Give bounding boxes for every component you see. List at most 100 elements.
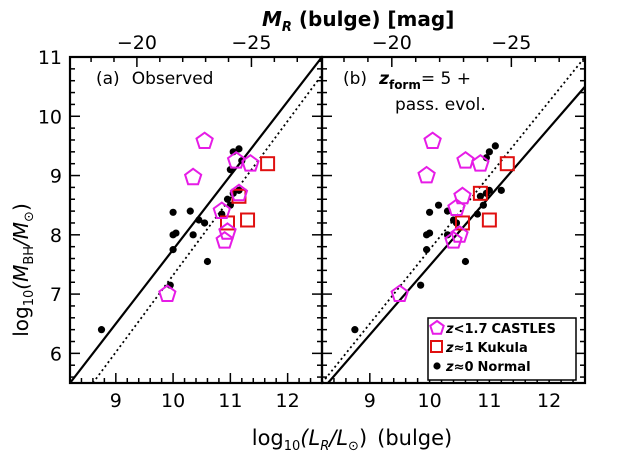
castles-point — [450, 225, 469, 243]
legend-normal-cond: ≈0 — [454, 360, 474, 375]
svg-text:log10(LR/L⊙)(bulge): log10(LR/L⊙)(bulge) — [252, 426, 453, 454]
castles-point — [444, 230, 463, 249]
normal-point — [434, 201, 443, 209]
normal-point — [473, 210, 482, 218]
svg-text:(a)Observed: (a) Observed — [96, 69, 213, 89]
panel-b-line2: pass. evol. — [395, 95, 486, 115]
castles-point — [417, 165, 436, 184]
castles-point — [183, 167, 203, 186]
y-axis-sun: ⊙ — [22, 211, 37, 222]
y-axis-close: ) — [9, 203, 33, 211]
castles-point — [471, 153, 490, 172]
y-tick-label: 11 — [38, 47, 62, 69]
x-axis-log-sub: 10 — [284, 439, 301, 454]
x-tick-label: 11 — [218, 390, 242, 412]
normal-point — [491, 142, 499, 150]
y-axis-m: (M — [9, 265, 33, 290]
legend-castles-marker — [429, 319, 445, 335]
y-axis-slash: /M — [9, 222, 33, 248]
panel-b-letter: (b) — [343, 69, 367, 89]
legend-castles-cond: <1.7 — [454, 322, 488, 337]
normal-point — [189, 231, 197, 239]
top-axis-m: M — [262, 7, 282, 31]
normal-point — [425, 208, 434, 216]
top-axis-rest: (bulge) [mag] — [292, 7, 454, 31]
x-tick-label: 12 — [537, 390, 561, 412]
normal-point — [235, 145, 243, 153]
castles-point — [158, 284, 177, 302]
castles-point — [423, 131, 442, 149]
normal-point — [423, 246, 431, 254]
normal-point — [443, 231, 452, 239]
top-tick-label: −20 — [117, 32, 157, 54]
x-axis-slash: /L — [327, 426, 348, 450]
castles-point — [456, 150, 475, 169]
kukula-point — [499, 156, 515, 172]
legend-entry-castles: z<1.7 CASTLES — [429, 319, 556, 337]
y-axis-bh-sub: BH — [22, 246, 37, 265]
normal-point — [351, 326, 359, 334]
normal-point — [425, 229, 434, 237]
y-tick-label: 10 — [38, 106, 62, 128]
panel-b-eq: = 5 + — [421, 69, 471, 89]
panel-b-label: (b) zform= 5 + pass. evol. — [343, 69, 486, 115]
panel-b-z: z — [378, 69, 389, 89]
x-axis-bulge: (bulge) — [377, 426, 452, 450]
y-axis-log: log — [9, 306, 33, 337]
kukula-point — [260, 156, 276, 172]
normal-point — [417, 281, 425, 289]
top-tick-label: −25 — [231, 32, 271, 54]
normal-point — [200, 219, 209, 227]
panel-a-letter: (a) — [96, 69, 120, 89]
normal-point — [461, 257, 470, 266]
normal-point — [479, 201, 487, 209]
x-tick-label: 11 — [477, 390, 501, 412]
legend-kukula-z: z — [445, 341, 454, 356]
y-tick-label: 8 — [50, 225, 62, 247]
normal-point — [97, 326, 106, 334]
y-tick-label: 7 — [50, 284, 62, 306]
top-tick-label: −25 — [491, 32, 531, 54]
panel-a-text: Observed — [132, 69, 214, 89]
x-axis-r-sub: R — [320, 439, 329, 454]
normal-point — [203, 257, 212, 266]
kukula-point — [472, 185, 488, 201]
castles-point — [195, 131, 214, 149]
x-axis-sun: ⊙ — [348, 439, 359, 454]
x-axis-close: ) — [359, 426, 367, 450]
legend-castles-name: CASTLES — [492, 322, 556, 337]
castles-point — [215, 230, 234, 249]
x-tick-label: 10 — [417, 390, 441, 412]
castles-point — [226, 150, 246, 169]
y-tick-label: 9 — [50, 166, 62, 188]
normal-point — [169, 246, 177, 254]
dotted-relation-line — [92, 74, 322, 383]
x-tick-label: 12 — [276, 390, 300, 412]
normal-point — [169, 208, 177, 216]
legend-castles-z: z — [445, 322, 454, 337]
legend-kukula-marker — [430, 340, 443, 353]
castles-point — [212, 201, 232, 219]
svg-text:log10(MBH/M⊙): log10(MBH/M⊙) — [9, 203, 37, 337]
kukula-point — [240, 212, 256, 228]
legend-normal-marker — [433, 362, 441, 370]
panel-a-label: (a) Observed — [96, 69, 213, 89]
normal-point — [485, 148, 493, 156]
top-axis-title: MR (bulge) [mag] — [262, 7, 454, 35]
x-tick-label: 9 — [364, 390, 376, 412]
x-tick-label: 10 — [161, 390, 185, 412]
castles-point — [390, 284, 409, 302]
panel-b-form-sub: form — [389, 78, 421, 92]
normal-point — [223, 195, 232, 203]
svg-text:(b)zform= 5 +: (b) zform= 5 + — [343, 69, 471, 92]
castles-point — [218, 222, 237, 240]
